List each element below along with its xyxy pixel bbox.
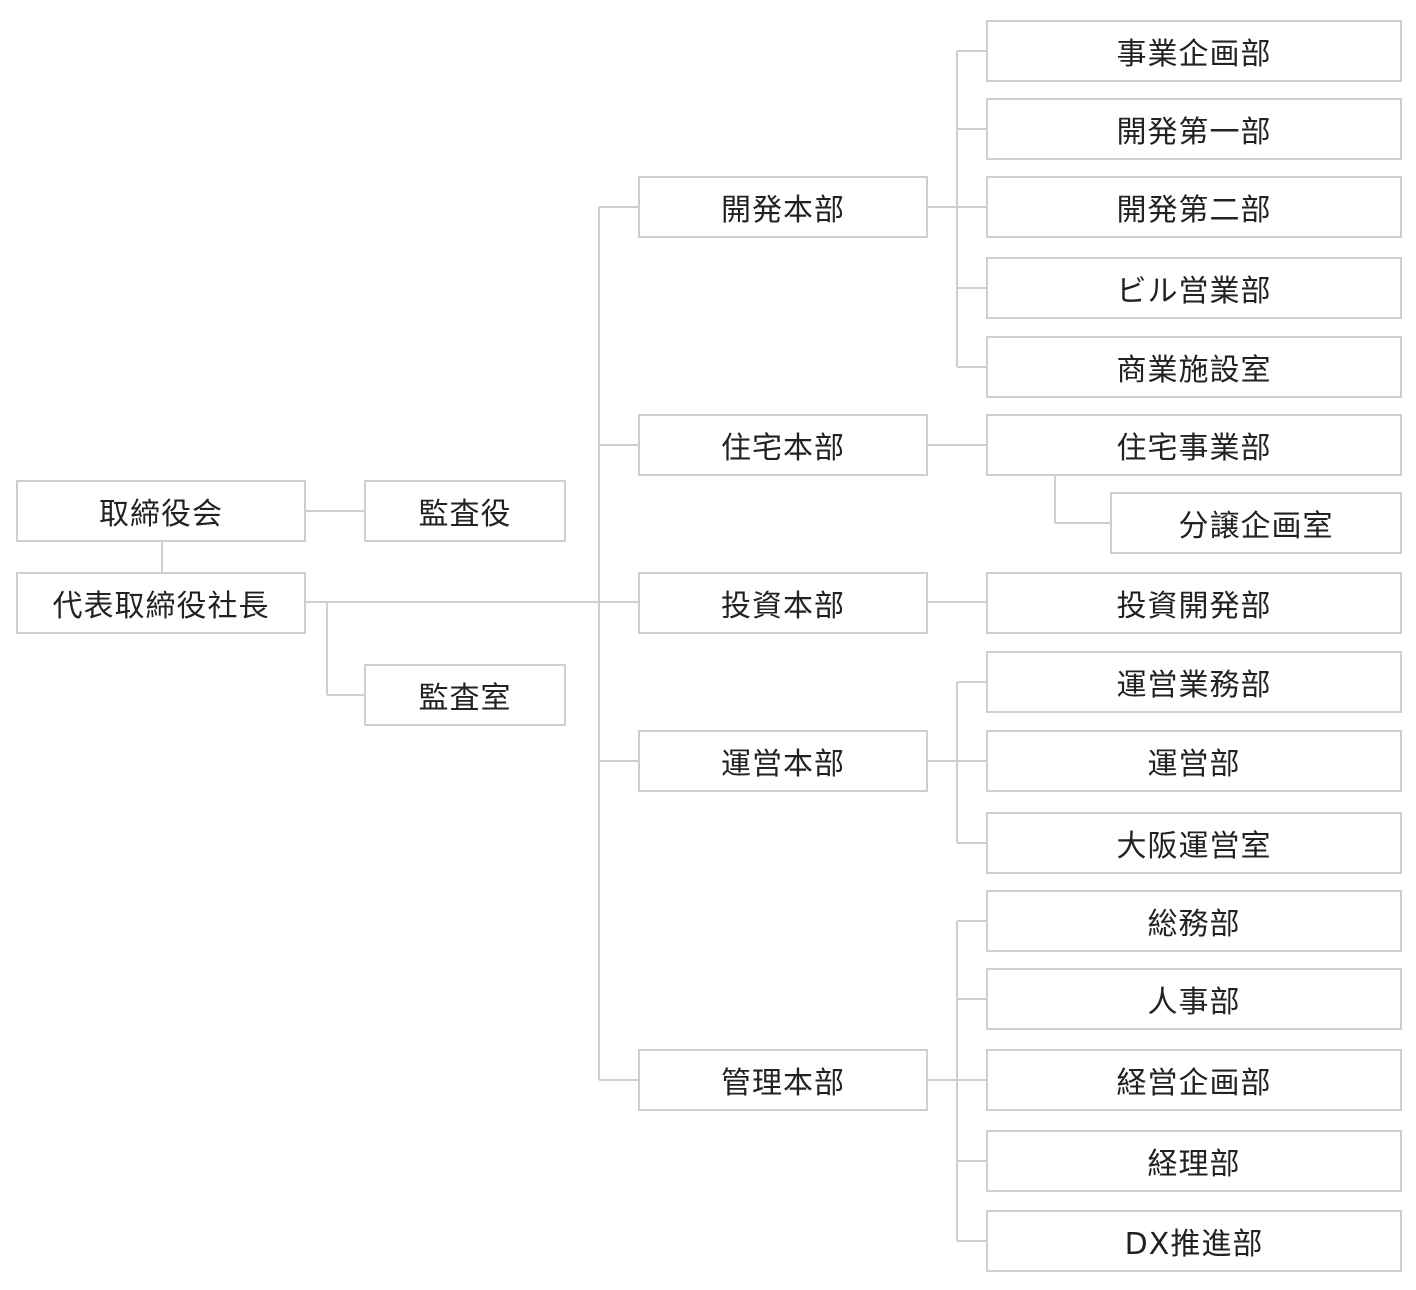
- dept-operations-box: 運営部: [986, 730, 1402, 792]
- audit-office-box: 監査室: [364, 664, 566, 726]
- dept-human-resources-box: 人事部: [986, 968, 1402, 1030]
- board-of-directors-box: 取締役会: [16, 480, 306, 542]
- dept-operations-business-box: 運営業務部: [986, 651, 1402, 713]
- dept-building-sales-box: ビル営業部: [986, 257, 1402, 319]
- dept-accounting-box: 経理部: [986, 1130, 1402, 1192]
- hq-development-box: 開発本部: [638, 176, 928, 238]
- dept-corporate-planning-box: 経営企画部: [986, 1049, 1402, 1111]
- dept-dx-promotion-box: DX推進部: [986, 1210, 1402, 1272]
- dept-development-1-box: 開発第一部: [986, 98, 1402, 160]
- hq-investment-box: 投資本部: [638, 572, 928, 634]
- dept-business-planning-box: 事業企画部: [986, 20, 1402, 82]
- dept-condo-planning-box: 分譲企画室: [1110, 492, 1402, 554]
- hq-administration-box: 管理本部: [638, 1049, 928, 1111]
- dept-housing-business-box: 住宅事業部: [986, 414, 1402, 476]
- dept-osaka-operations-box: 大阪運営室: [986, 812, 1402, 874]
- hq-operations-box: 運営本部: [638, 730, 928, 792]
- hq-housing-box: 住宅本部: [638, 414, 928, 476]
- dept-general-affairs-box: 総務部: [986, 890, 1402, 952]
- auditor-box: 監査役: [364, 480, 566, 542]
- dept-investment-development-box: 投資開発部: [986, 572, 1402, 634]
- president-box: 代表取締役社長: [16, 572, 306, 634]
- dept-development-2-box: 開発第二部: [986, 176, 1402, 238]
- dept-commercial-facilities-box: 商業施設室: [986, 336, 1402, 398]
